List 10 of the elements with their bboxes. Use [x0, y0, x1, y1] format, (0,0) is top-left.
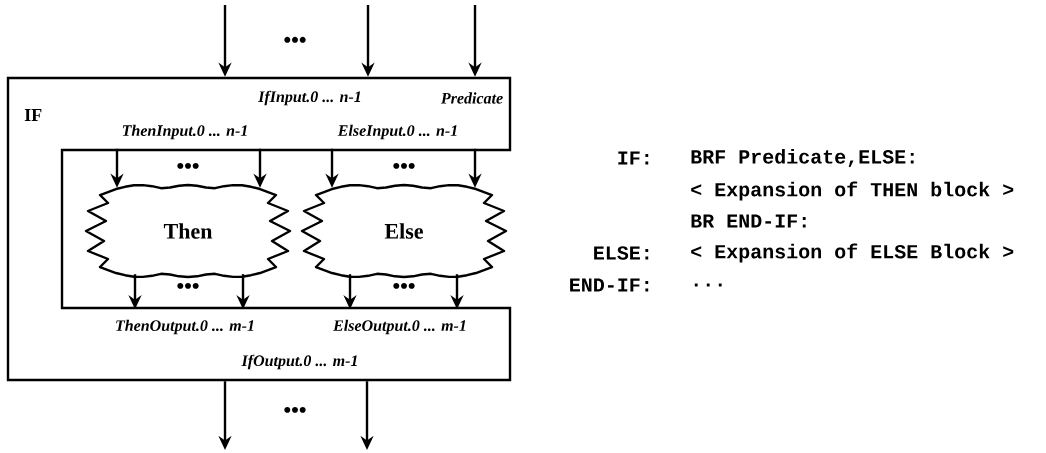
code-line: IF: [618, 151, 649, 165]
code-line: ... [694, 283, 722, 287]
ellipsis: ••• [284, 36, 306, 43]
code-line: END-IF: [570, 278, 649, 292]
code-line: < Expansion of THEN block > [691, 181, 1014, 201]
ellipsis: ••• [284, 406, 306, 413]
code-line: < Expansion of ELSE Block > [691, 243, 1014, 263]
code-line: ELSE: [594, 246, 649, 260]
code-line: BR END-IF: [691, 214, 806, 228]
code-line: BRF Predicate,ELSE: [691, 149, 914, 167]
